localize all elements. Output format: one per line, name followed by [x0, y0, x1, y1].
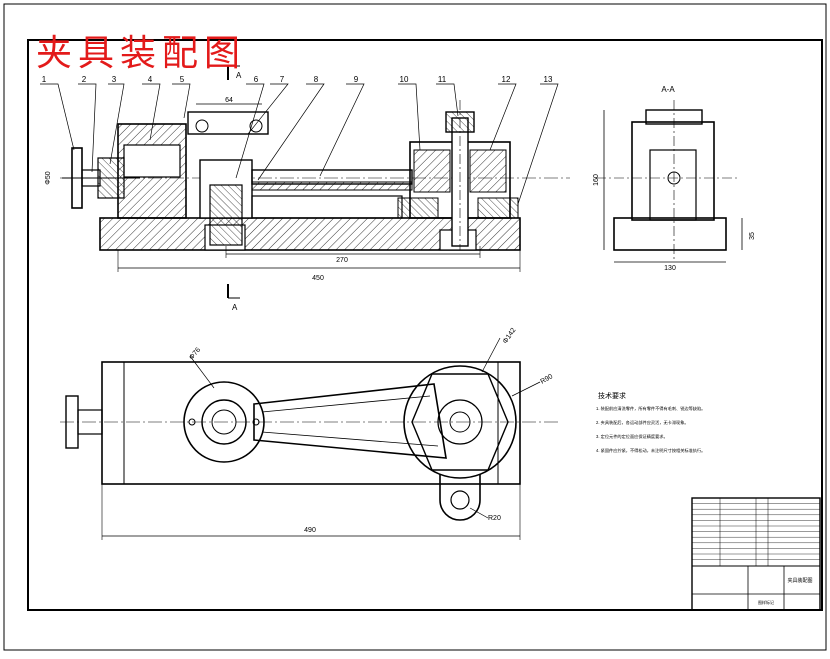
drawing-name: 夹具装配图	[787, 577, 812, 584]
part-number-3: 3	[112, 75, 117, 84]
tech-notes: 技术要求	[598, 391, 626, 400]
note-line: 1. 装配前应清洗零件，所有零件不得有毛刺、锐边等缺陷。	[596, 405, 705, 412]
part-number-12: 12	[502, 75, 511, 84]
notes-title: 技术要求	[598, 391, 626, 400]
dim-phi142: Φ142	[502, 327, 518, 345]
inner-border	[27, 39, 823, 611]
notes-lines: 1. 装配前应清洗零件，所有零件不得有毛刺、锐边等缺陷。 2. 夹具装配后，各运动…	[596, 405, 705, 454]
dim-270: 270	[336, 257, 348, 264]
part-number-7: 7	[280, 75, 285, 84]
part-number-6: 6	[254, 75, 259, 84]
title-block-rows	[692, 503, 820, 560]
dim-35: 35	[749, 232, 756, 240]
side-view	[596, 100, 743, 263]
part-number-2: 2	[82, 75, 87, 84]
top-view	[60, 337, 560, 540]
part-number-5: 5	[180, 75, 185, 84]
part-leaders	[40, 83, 559, 205]
part-number-4: 4	[148, 75, 153, 84]
note-line: 4. 紧固件应拧紧，不得松动，未注明尺寸按相关标准执行。	[596, 447, 705, 454]
outer-border	[3, 3, 827, 651]
dim-160: 160	[593, 174, 600, 186]
dim-64: 64	[225, 97, 233, 104]
part-number-13: 13	[544, 75, 553, 84]
dim-130: 130	[664, 265, 676, 272]
part-number-8: 8	[314, 75, 319, 84]
part-number-9: 9	[354, 75, 359, 84]
dim-490: 490	[304, 527, 316, 534]
part-number-10: 10	[400, 75, 409, 84]
dim-r20: R20	[488, 515, 501, 522]
dim-knob-diameter: Φ50	[45, 171, 52, 184]
front-view	[60, 65, 570, 299]
sheet-info: 图样标记	[758, 599, 774, 605]
section-label: A-A	[661, 85, 675, 94]
section-mark-bottom: A	[232, 303, 238, 312]
part-number-11: 11	[438, 75, 447, 84]
note-line: 2. 夹具装配后，各运动部件应灵活，无卡滞现象。	[596, 419, 689, 426]
note-line: 3. 定位元件的定位面应保证精度要求。	[596, 433, 668, 440]
dim-r90: R90	[540, 373, 555, 386]
dim-phi76: Φ76	[188, 346, 202, 361]
part-number-1: 1	[42, 75, 47, 84]
section-mark-top: A	[236, 71, 242, 80]
drawing-title: 夹具装配图	[36, 33, 247, 74]
dim-450: 450	[312, 275, 324, 282]
